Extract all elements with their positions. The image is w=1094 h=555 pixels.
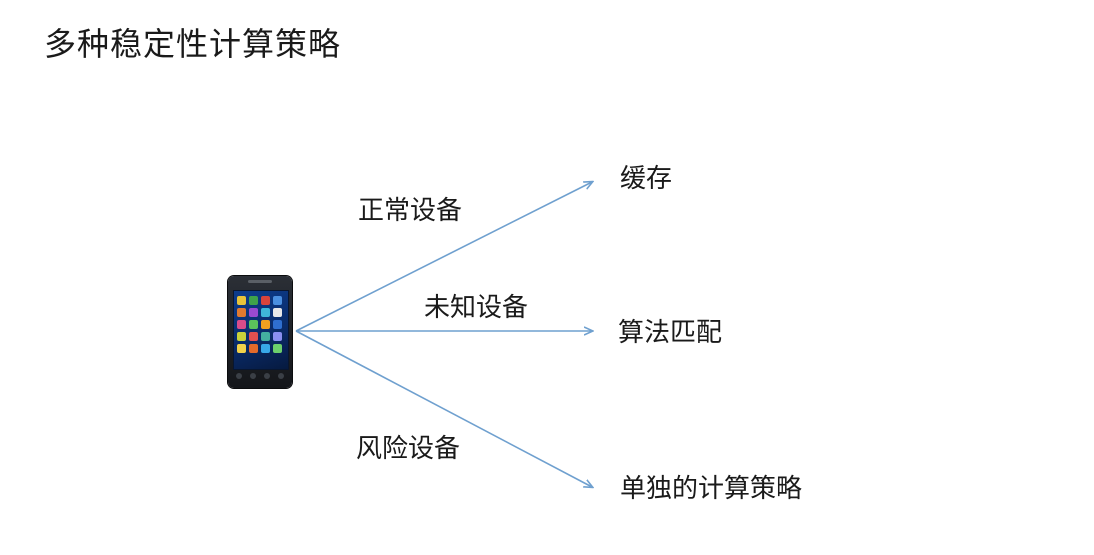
smartphone-icon [228,276,292,388]
target-algorithm-match: 算法匹配 [618,318,723,348]
arrow-normal [295,182,592,332]
branch-label-risk-device: 风险设备 [356,434,461,464]
branch-label-unknown-device: 未知设备 [424,293,529,323]
target-cache: 缓存 [620,164,673,194]
arrow-risk [295,330,592,487]
phone-nav-buttons [236,373,284,381]
phone-speaker [248,280,272,283]
target-separate-strategy: 单独的计算策略 [620,474,803,504]
branch-label-normal-device: 正常设备 [358,196,463,226]
phone-screen [233,290,289,370]
app-icon-grid [237,296,285,353]
page-title: 多种稳定性计算策略 [44,25,342,63]
